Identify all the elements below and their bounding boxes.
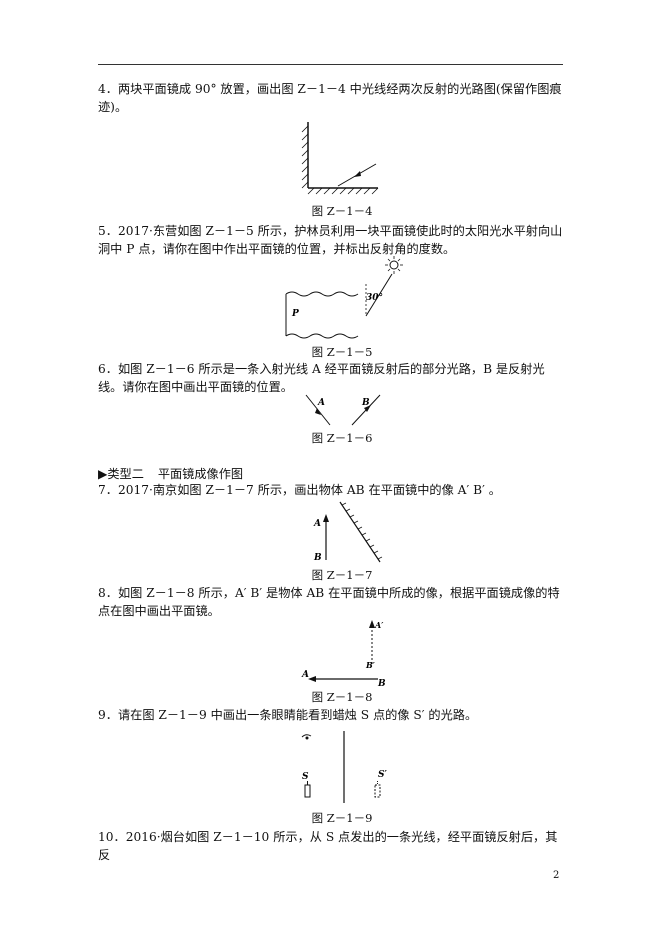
question-4-text: 4．两块平面镜成 90° 放置，画出图 Z－1－4 中光线经两次反射的光路图(保…: [98, 82, 562, 114]
question-6-text: 6．如图 Z－1－6 所示是一条入射光线 A 经平面镜反射后的部分光路，B 是反…: [98, 362, 545, 394]
label-b-prime: B′: [365, 660, 376, 670]
section-marker: ▶类型二: [98, 467, 144, 481]
figure-z-1-8-caption: 图 Z－1－8: [311, 690, 373, 704]
section-title: 平面镜成像作图: [157, 467, 244, 481]
figure-z-1-7: A B: [313, 501, 383, 563]
figure-z-1-5: 30° P: [285, 256, 403, 339]
label-a: A: [317, 398, 325, 408]
label-s-prime: S′: [378, 770, 387, 780]
figure-z-1-5-caption: 图 Z－1－5: [311, 345, 373, 359]
label-s: S: [302, 772, 309, 782]
candle-image-icon: [374, 784, 381, 798]
section-header: ▶类型二 平面镜成像作图: [98, 464, 243, 482]
question-10-text: 10．2016·烟台如图 Z－1－10 所示，从 S 点发出的一条光线，经平面镜…: [98, 830, 558, 862]
angle-label: 30°: [366, 293, 383, 303]
figure-z-1-7-caption: 图 Z－1－7: [311, 568, 373, 582]
candle-icon: [304, 784, 311, 798]
figure-z-1-8: A′ B′ A B: [301, 620, 386, 688]
figure-z-1-4: [301, 122, 379, 195]
question-8-text: 8．如图 Z－1－8 所示，A′ B′ 是物体 AB 在平面镜中所成的像，根据平…: [98, 586, 560, 618]
label-a: A: [301, 670, 309, 680]
label-a: A: [313, 519, 321, 529]
label-b: B: [313, 553, 322, 563]
figure-z-1-6-caption: 图 Z－1－6: [311, 431, 373, 445]
page-number: 2: [553, 870, 560, 881]
label-b: B: [361, 398, 370, 408]
figure-z-1-9: S S′: [301, 731, 387, 803]
figure-z-1-6: A B: [305, 394, 381, 426]
header-rule: [98, 64, 563, 65]
question-7-text: 7．2017·南京如图 Z－1－7 所示，画出物体 AB 在平面镜中的像 A′ …: [98, 483, 501, 497]
label-a-prime: A′: [374, 620, 384, 630]
figure-z-1-4-caption: 图 Z－1－4: [311, 204, 373, 218]
label-b: B: [377, 679, 386, 688]
question-9-text: 9．请在图 Z－1－9 中画出一条眼睛能看到蜡烛 S 点的像 S′ 的光路。: [98, 708, 478, 722]
eye-icon: [301, 734, 312, 740]
figure-z-1-9-caption: 图 Z－1－9: [311, 811, 373, 825]
point-p-label: P: [291, 309, 299, 319]
question-5-text: 5．2017·东营如图 Z－1－5 所示，护林员利用一块平面镜使此时的太阳光水平…: [98, 224, 563, 256]
